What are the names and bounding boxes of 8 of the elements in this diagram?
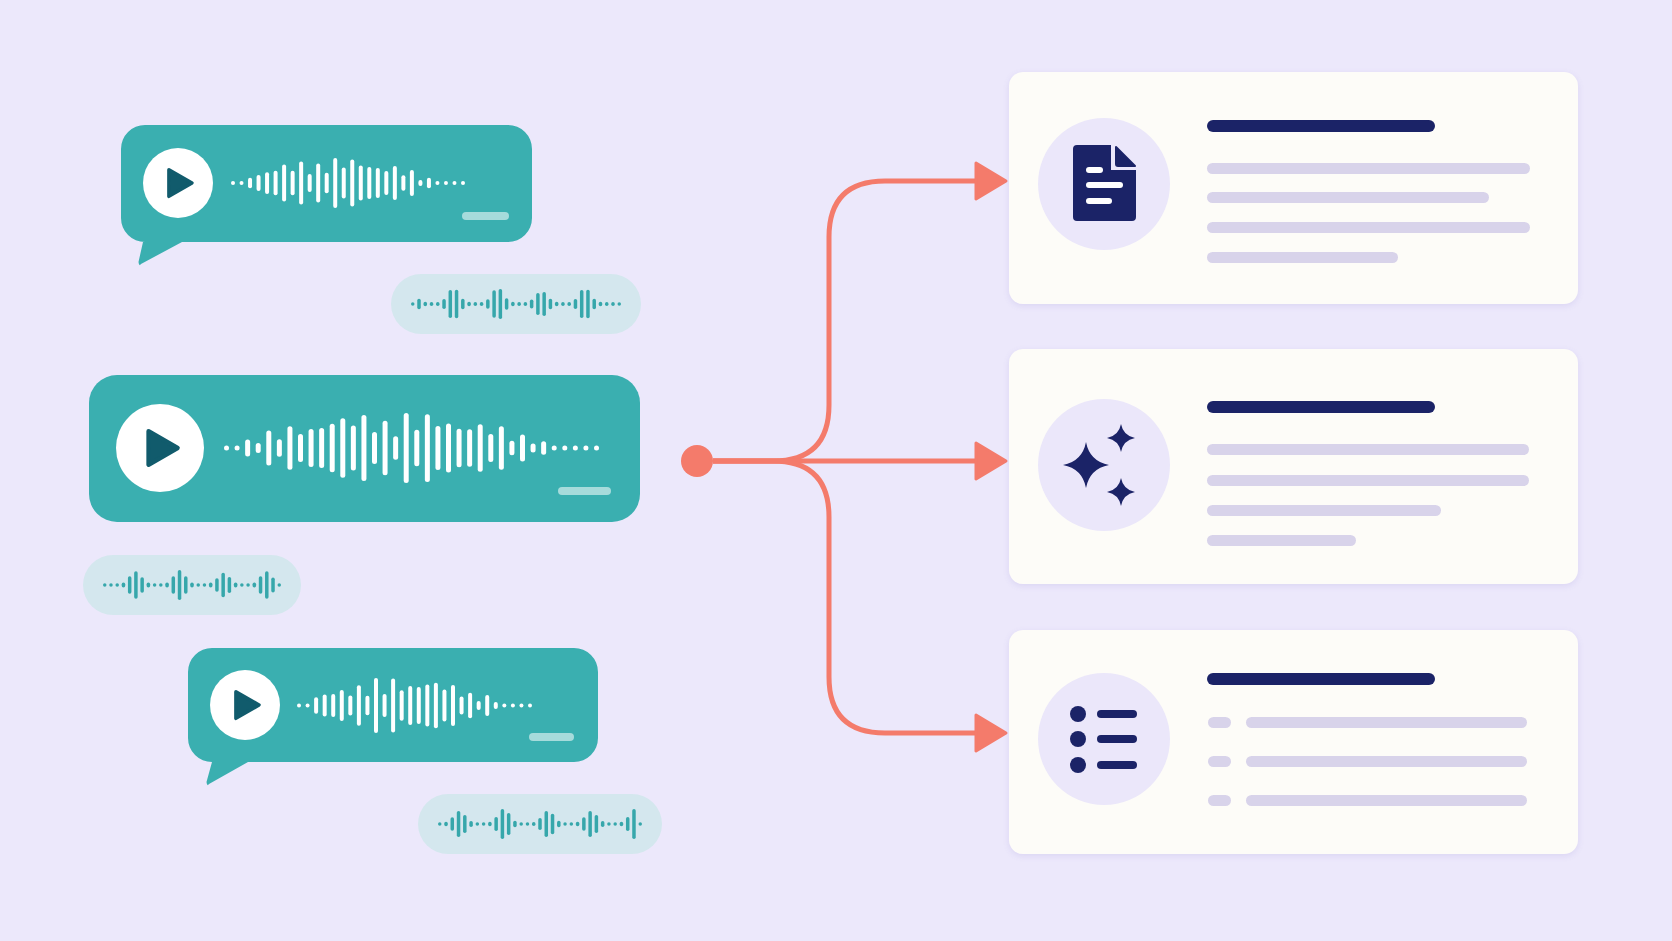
output-card	[1009, 349, 1578, 584]
output-card	[1009, 630, 1578, 854]
voice-message-bubble	[89, 375, 640, 522]
arrow	[713, 458, 1008, 753]
voice-message-bubble	[121, 125, 532, 267]
output-card	[1009, 72, 1578, 304]
voice-message-bubble	[188, 648, 598, 787]
start-dot	[681, 445, 713, 477]
